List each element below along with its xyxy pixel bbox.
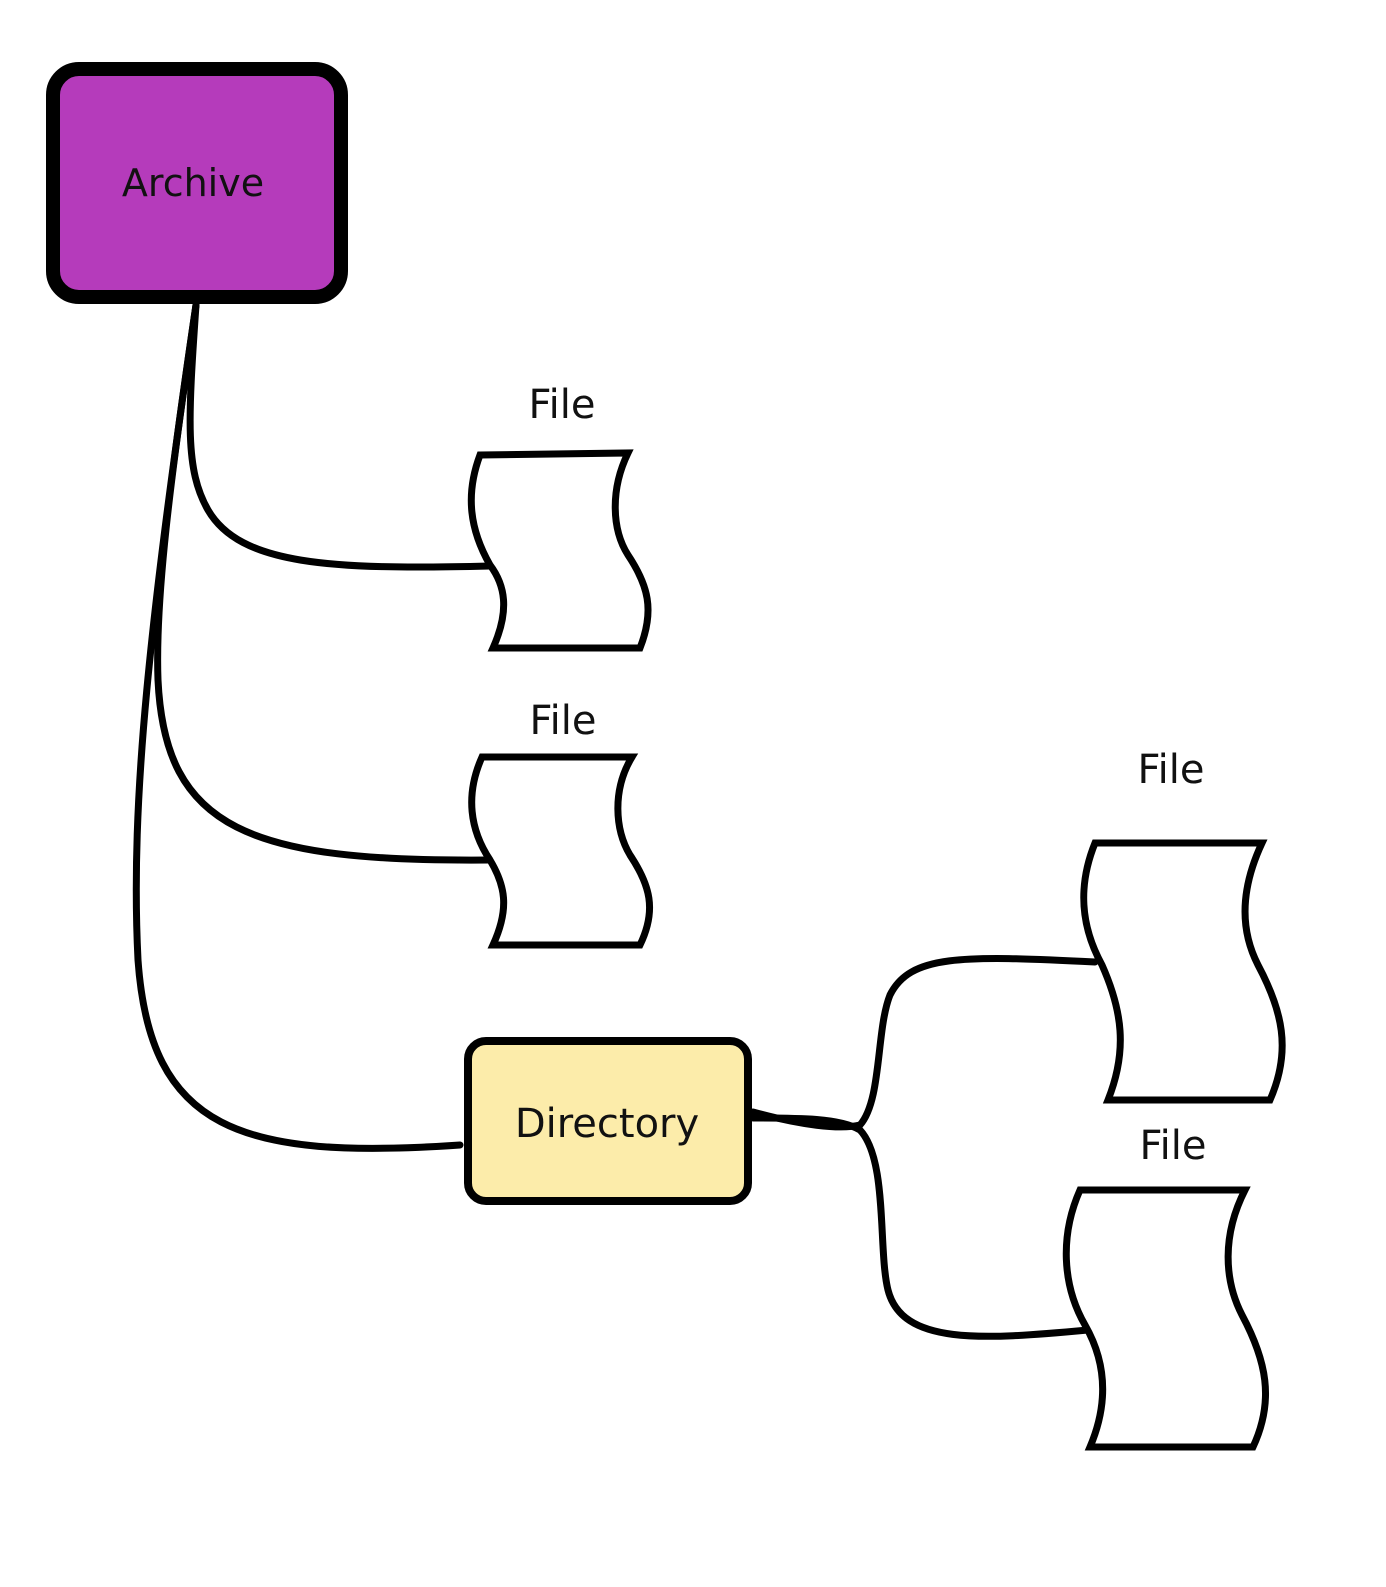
directory-label: Directory bbox=[515, 1101, 699, 1147]
node-file-3[interactable]: File bbox=[1080, 747, 1286, 1104]
file-2-document-shape bbox=[468, 753, 654, 949]
directory-box bbox=[464, 1037, 752, 1205]
node-file-4[interactable]: File bbox=[1062, 1123, 1270, 1451]
edge-archive-directory bbox=[132, 301, 464, 1152]
node-archive[interactable]: Archive bbox=[46, 62, 348, 304]
edges bbox=[132, 301, 1099, 1340]
edge-archive-file-2 bbox=[154, 301, 494, 864]
file-3-document-shape bbox=[1080, 839, 1286, 1104]
node-directory[interactable]: Directory bbox=[464, 1037, 752, 1205]
file-4-label: File bbox=[1140, 1123, 1207, 1169]
archive-label: Archive bbox=[122, 161, 264, 205]
file-1-label: File bbox=[529, 382, 596, 428]
edge-directory-file-3 bbox=[749, 954, 1099, 1131]
node-file-1[interactable]: File bbox=[467, 382, 652, 652]
file-2-label: File bbox=[530, 698, 597, 744]
node-file-2[interactable]: File bbox=[468, 698, 654, 949]
file-1-document-shape bbox=[467, 449, 652, 652]
edge-directory-file-4 bbox=[749, 1114, 1092, 1340]
file-3-label: File bbox=[1138, 747, 1205, 793]
archive-box bbox=[46, 62, 348, 304]
edge-archive-file-1 bbox=[186, 301, 494, 571]
file-4-document-shape bbox=[1062, 1186, 1270, 1451]
